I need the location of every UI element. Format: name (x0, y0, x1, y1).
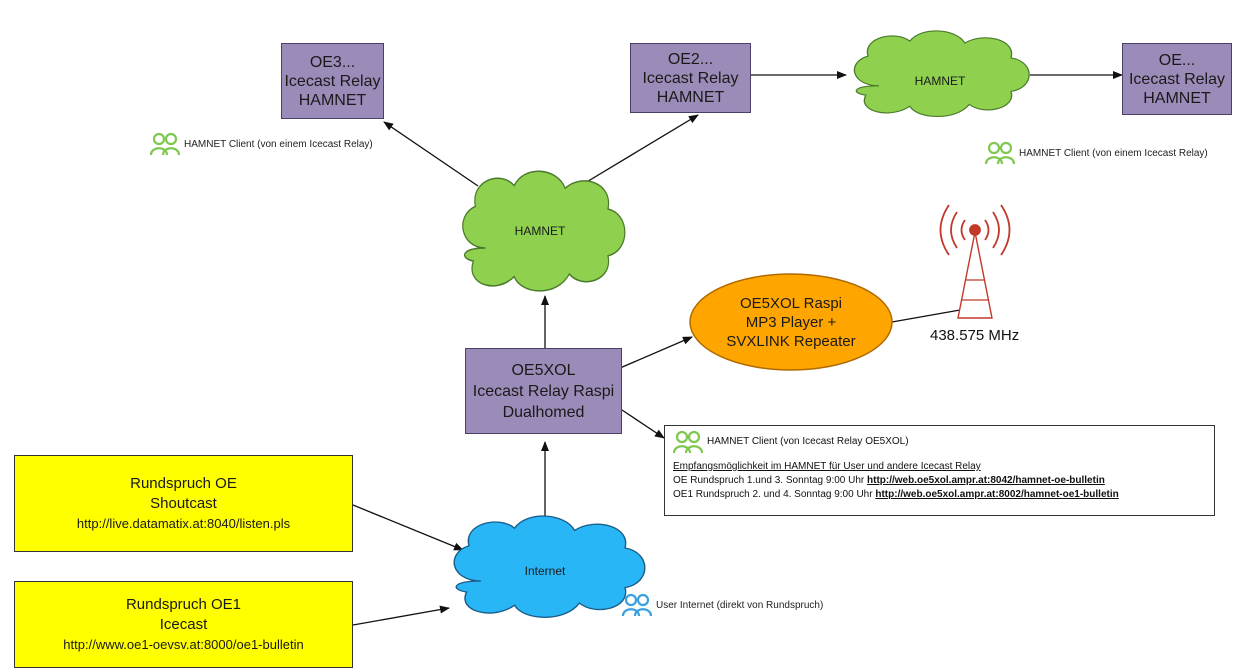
users-icon (673, 430, 703, 454)
info-line-oe1: OE1 Rundspruch 2. und 4. Sonntag 9:00 Uh… (673, 488, 1206, 502)
raspi-line1: OE5XOL Raspi (740, 295, 842, 312)
arrow-source-oe-to-internet (352, 504, 464, 551)
users-icon (622, 593, 652, 617)
users-icon (150, 132, 180, 156)
relay-oe3-line2: Icecast Relay (284, 72, 381, 90)
info-line-oe-text: OE Rundspruch 1.und 3. Sonntag 9:00 Uhr (673, 475, 868, 486)
raspi-line2: MP3 Player + (745, 314, 837, 331)
client-internet-label: User Internet (direkt von Rundspruch) (656, 599, 824, 611)
source-oe1-title1: Rundspruch OE1 (125, 595, 242, 613)
source-oe-url: http://live.datamatix.at:8040/listen.pls (76, 515, 291, 531)
relay-oe5xol-line1: OE5XOL (511, 361, 576, 379)
relay-oe5xol: OE5XOL Icecast Relay Raspi Dualhomed (465, 348, 622, 434)
arrow-oe5xol-to-raspi (619, 336, 693, 369)
info-line-reception: Empfangsmöglichkeit im HAMNET für User u… (673, 461, 981, 472)
users-icon (985, 141, 1015, 165)
arrow-source-oe1-to-internet (352, 605, 450, 626)
relay-oe2: OE2... Icecast Relay HAMNET (630, 43, 751, 113)
source-rundspruch-oe1: Rundspruch OE1 Icecast http://www.oe1-oe… (14, 581, 353, 668)
client-hamnet-left-label: HAMNET Client (von einem Icecast Relay) (184, 138, 373, 150)
relay-oe5xol-line3: Dualhomed (502, 403, 585, 421)
raspi-ellipse (689, 273, 893, 371)
client-hamnet-left: HAMNET Client (von einem Icecast Relay) (150, 132, 373, 156)
source-oe1-title2: Icecast (159, 615, 208, 633)
info-line-oe1-text: OE1 Rundspruch 2. und 4. Sonntag 9:00 Uh… (673, 489, 876, 500)
relay-oe-line1: OE... (1158, 51, 1196, 69)
cloud-hamnet-top-label: HAMNET (914, 74, 966, 88)
relay-oe3-line3: HAMNET (298, 91, 367, 109)
relay-oe5xol-line2: Icecast Relay Raspi (472, 382, 615, 400)
info-header: HAMNET Client (von Icecast Relay OE5XOL) (673, 430, 1206, 454)
info-line-oe: OE Rundspruch 1.und 3. Sonntag 9:00 Uhr … (673, 474, 1206, 488)
antenna-icon (939, 204, 1011, 319)
source-rundspruch-oe: Rundspruch OE Shoutcast http://live.data… (14, 455, 353, 552)
arrow-oe5xol-to-info (621, 409, 665, 439)
connectors (352, 71, 1123, 626)
arrow-hamnet-to-oe3 (383, 121, 479, 187)
relay-oe3: OE3... Icecast Relay HAMNET (281, 43, 384, 119)
source-oe-title1: Rundspruch OE (130, 474, 237, 492)
hamnet-client-info-box: HAMNET Client (von Icecast Relay OE5XOL)… (664, 425, 1215, 516)
cloud-hamnet-center-label: HAMNET (514, 224, 566, 238)
client-hamnet-right: HAMNET Client (von einem Icecast Relay) (985, 141, 1208, 165)
arrow-hamnet-to-oe2 (579, 114, 699, 187)
info-header-label: HAMNET Client (von Icecast Relay OE5XOL) (707, 436, 909, 447)
source-oe1-url: http://www.oe1-oevsv.at:8000/oe1-bulleti… (63, 636, 304, 652)
link-oe1-bulletin[interactable]: http://web.oe5xol.ampr.at:8002/hamnet-oe… (875, 489, 1119, 500)
relay-oe2-line3: HAMNET (656, 88, 725, 106)
relay-oe-line3: HAMNET (1143, 89, 1211, 107)
frequency-label: 438.575 MHz (930, 327, 1020, 344)
raspi-label: OE5XOL Raspi MP3 Player + SVXLINK Repeat… (700, 294, 882, 351)
client-internet: User Internet (direkt von Rundspruch) (622, 593, 823, 617)
relay-oe3-line1: OE3... (309, 53, 356, 71)
raspi-line3: SVXLINK Repeater (726, 333, 856, 350)
link-oe-bulletin[interactable]: http://web.oe5xol.ampr.at:8042/hamnet-oe… (867, 475, 1105, 486)
source-oe-title2: Shoutcast (150, 494, 217, 512)
client-hamnet-right-label: HAMNET Client (von einem Icecast Relay) (1019, 147, 1208, 159)
relay-oe2-line2: Icecast Relay (642, 69, 739, 87)
relay-oe: OE... Icecast Relay HAMNET (1122, 43, 1232, 115)
cloud-internet-label: Internet (524, 564, 566, 578)
relay-oe2-line1: OE2... (667, 50, 714, 68)
relay-oe-line2: Icecast Relay (1128, 70, 1226, 88)
line-raspi-to-antenna (891, 309, 961, 323)
